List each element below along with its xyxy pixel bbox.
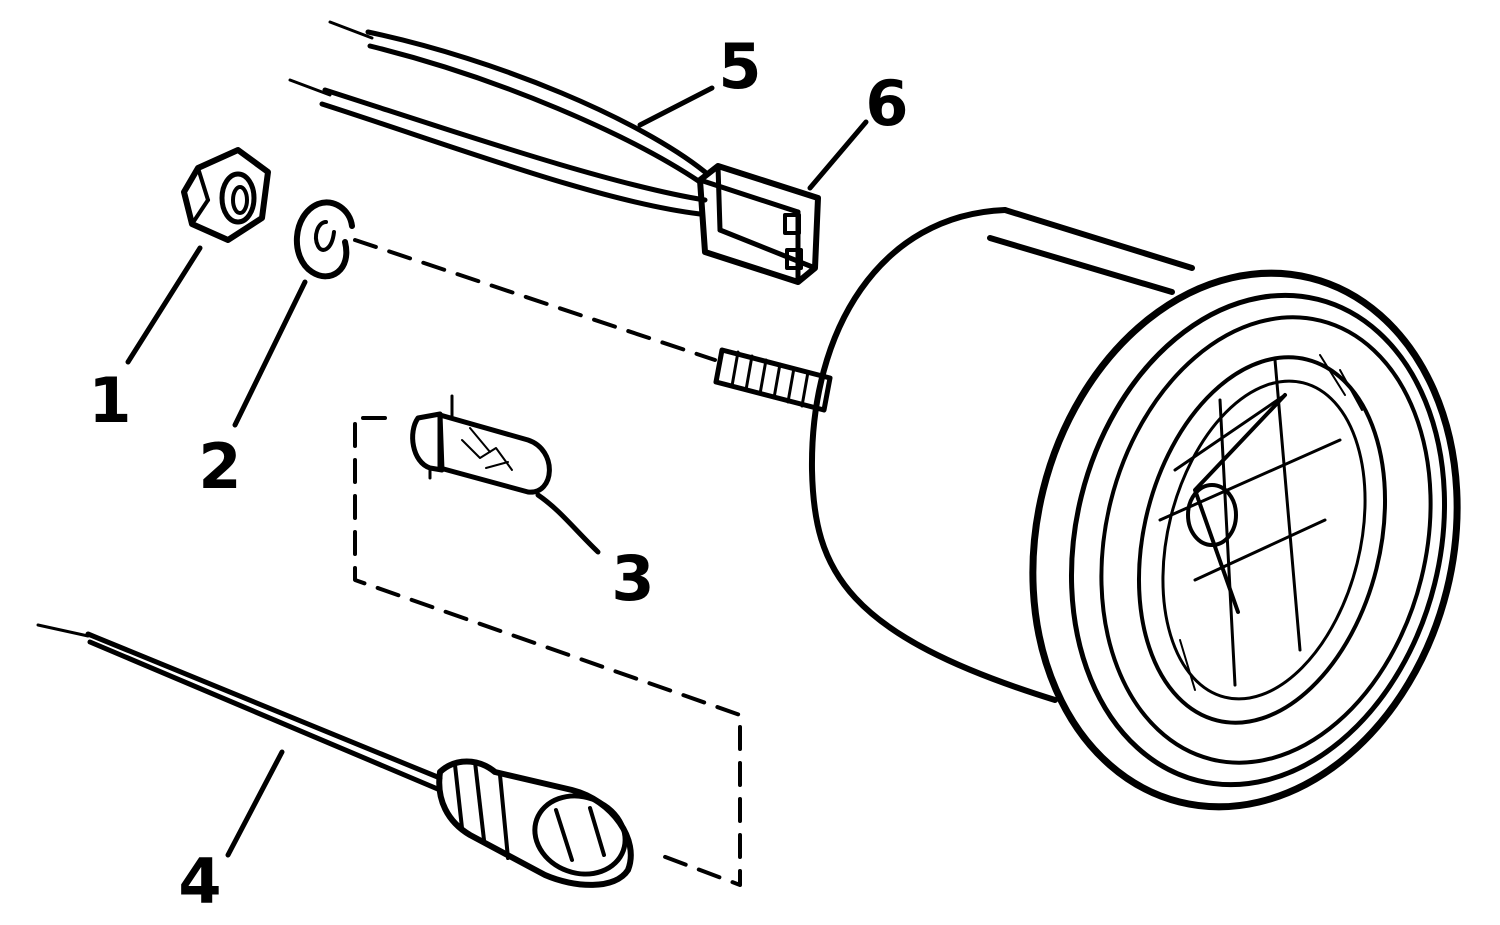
callout-5: 5 (718, 30, 761, 103)
leader-line-5 (637, 85, 715, 128)
callout-1: 1 (88, 364, 131, 437)
leader-line-3 (535, 492, 601, 555)
light-bulb (410, 394, 552, 495)
assembly-line-stud (353, 238, 717, 362)
leader-lines (125, 85, 869, 858)
hex-nut (181, 147, 271, 243)
lead-wires (288, 20, 708, 217)
leader-line-4 (225, 749, 285, 858)
pointer-hub (1186, 483, 1238, 547)
assembly-bracket-bulb (353, 416, 742, 887)
threaded-stud (713, 347, 833, 413)
leader-line-6 (807, 119, 869, 191)
leader-line-1 (125, 245, 203, 365)
wire-connector (697, 163, 821, 285)
callout-numbers: 1 2 3 4 5 6 (88, 30, 908, 918)
leader-line-2 (232, 279, 308, 428)
bulb-socket (36, 623, 634, 888)
callout-4: 4 (178, 845, 221, 918)
gauge-body (808, 207, 1058, 703)
gauge-bezel (1029, 269, 1461, 811)
gauge-assembly (713, 207, 1461, 811)
callout-2: 2 (198, 430, 241, 503)
gauge-face (1136, 354, 1388, 725)
callout-6: 6 (865, 67, 908, 140)
lock-washer (294, 199, 355, 280)
callout-3: 3 (611, 542, 654, 615)
